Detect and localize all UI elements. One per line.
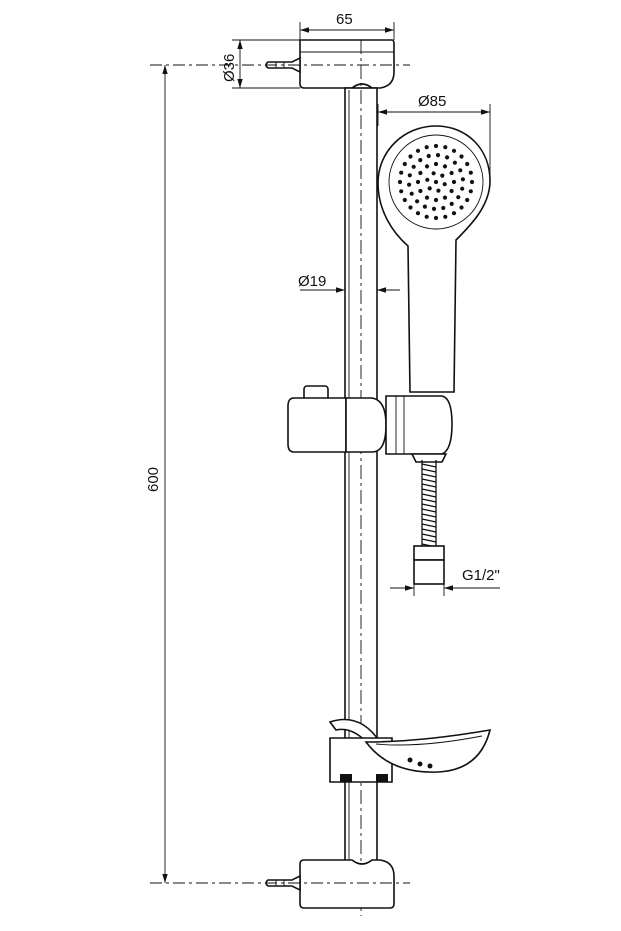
- spray-nozzle: [402, 161, 407, 167]
- spray-nozzle: [424, 195, 430, 200]
- spray-nozzles: [397, 143, 475, 221]
- spray-nozzle: [459, 205, 464, 210]
- spray-nozzle: [465, 161, 470, 167]
- hose-coil: [421, 508, 437, 513]
- spray-nozzle: [426, 153, 431, 159]
- spray-nozzle: [443, 145, 448, 150]
- spray-nozzle: [433, 179, 439, 185]
- hand-shower: [377, 125, 491, 393]
- hose-coil: [421, 478, 437, 483]
- spray-nozzle: [424, 164, 430, 169]
- spray-nozzle: [451, 211, 457, 216]
- dimension-rail-diameter-label: Ø19: [298, 273, 326, 290]
- spray-nozzle: [442, 195, 448, 200]
- spray-nozzle: [418, 158, 423, 163]
- spray-nozzle: [431, 206, 437, 211]
- hose-coil: [421, 463, 437, 468]
- spray-nozzle: [451, 179, 457, 185]
- dimension-rail-length-label: 600: [145, 467, 162, 492]
- spray-nozzle: [411, 164, 416, 169]
- spray-nozzle: [436, 188, 441, 193]
- spray-nozzle: [415, 148, 421, 153]
- hose-coil: [421, 528, 437, 533]
- hose-coil: [421, 503, 437, 508]
- spray-nozzle: [456, 195, 461, 200]
- spray-nozzle: [415, 199, 420, 204]
- dimension-rail-diameter: Ø19: [298, 273, 400, 293]
- spray-nozzle: [415, 211, 421, 216]
- spray-nozzle: [409, 191, 414, 196]
- spray-nozzle: [449, 188, 454, 194]
- hose-coil: [421, 498, 437, 503]
- hose-coil: [421, 473, 437, 478]
- spray-nozzle: [449, 201, 454, 206]
- hose-coil: [421, 483, 437, 488]
- bottom-wall-bracket: [150, 859, 410, 909]
- spray-nozzle: [399, 170, 404, 175]
- spray-nozzle: [402, 197, 407, 203]
- slider-holder: [287, 385, 453, 463]
- slide-rail: [344, 40, 378, 916]
- spray-nozzle: [408, 154, 413, 159]
- hose-coil: [421, 538, 437, 543]
- spray-nozzle: [399, 189, 404, 194]
- spray-nozzle: [449, 170, 454, 176]
- spray-nozzle: [460, 177, 465, 182]
- spray-nozzle: [407, 182, 412, 187]
- dimension-head-diameter-label: Ø85: [418, 93, 446, 110]
- spray-nozzle: [424, 145, 429, 150]
- dimension-hose-thread: G1/2": [390, 567, 500, 596]
- hose-coil: [421, 468, 437, 473]
- dimension-head-diameter: Ø85: [377, 93, 491, 180]
- spray-nozzle: [397, 179, 403, 185]
- spray-nozzle: [451, 148, 457, 153]
- spray-nozzle: [433, 143, 439, 149]
- spray-nozzle: [433, 161, 439, 167]
- spray-nozzle: [440, 173, 445, 178]
- dimension-bracket-diameter: Ø36: [221, 39, 300, 89]
- spray-nozzle: [441, 205, 446, 211]
- spray-nozzle: [460, 186, 465, 191]
- spray-nozzle: [442, 182, 447, 187]
- hose-coil: [421, 518, 437, 523]
- spray-nozzle: [424, 214, 429, 219]
- hose-coil: [421, 523, 437, 528]
- dimension-width-label: 65: [336, 11, 353, 28]
- spray-nozzle: [415, 179, 421, 185]
- spray-nozzle: [418, 188, 423, 194]
- spray-nozzle: [442, 164, 448, 169]
- spray-nozzle: [468, 170, 473, 175]
- hose-coil: [421, 533, 437, 538]
- spray-nozzle: [427, 186, 432, 191]
- hose-coil: [421, 488, 437, 493]
- soap-dish: [328, 718, 492, 783]
- dimension-rail-length: 600: [145, 65, 168, 883]
- dimension-width: 65: [299, 11, 395, 40]
- spray-nozzle: [459, 154, 464, 159]
- spray-nozzle: [433, 215, 439, 221]
- spray-nozzle: [468, 189, 473, 194]
- spray-nozzle: [469, 179, 475, 185]
- spray-nozzle: [431, 171, 436, 176]
- spray-nozzle: [465, 197, 470, 203]
- spray-nozzle: [425, 177, 430, 182]
- dimension-hose-thread-label: G1/2": [462, 567, 500, 584]
- spray-nozzle: [458, 168, 463, 173]
- spray-nozzle: [445, 155, 450, 160]
- dimension-bracket-diameter-label: Ø36: [221, 54, 238, 82]
- spray-nozzle: [407, 173, 412, 178]
- spray-nozzle: [433, 197, 439, 203]
- hose-coil: [421, 493, 437, 498]
- spray-nozzle: [443, 214, 448, 219]
- spray-nozzle: [408, 205, 413, 210]
- shower-hose: [413, 460, 445, 585]
- spray-nozzle: [452, 160, 457, 165]
- spray-nozzle: [418, 170, 423, 176]
- hose-coil: [421, 513, 437, 518]
- spray-nozzle: [435, 153, 441, 158]
- spray-nozzle: [422, 204, 427, 209]
- hose-coils: [421, 463, 437, 548]
- top-wall-bracket: [150, 39, 410, 89]
